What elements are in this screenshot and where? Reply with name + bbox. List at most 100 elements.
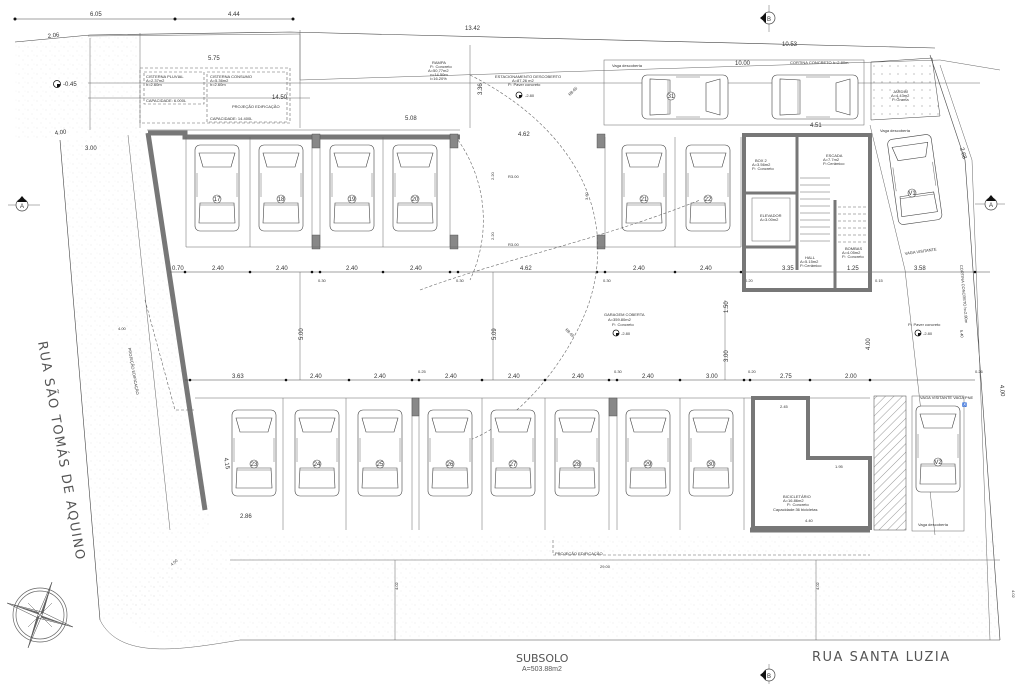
svg-text:4.62: 4.62 <box>518 132 530 138</box>
svg-text:30: 30 <box>708 462 715 468</box>
street-edge-left <box>59 139 101 621</box>
accessibility-icon: ♿ <box>962 402 967 407</box>
car-19 <box>329 144 375 232</box>
sidewalk-left <box>60 130 210 620</box>
street-name-left: RUA SÃO TOMÁS DE AQUINO <box>34 340 88 562</box>
dim-508: 5.08 <box>405 116 417 122</box>
hatched-area <box>873 395 907 531</box>
svg-text:19: 19 <box>349 197 356 203</box>
svg-text:CAPACIDADE: 14.400L: CAPACIDADE: 14.400L <box>210 116 253 121</box>
section-marker-b-top[interactable]: B <box>760 5 776 32</box>
svg-text:4.40: 4.40 <box>805 518 814 523</box>
svg-text:2.68: 2.68 <box>958 147 967 160</box>
svg-text:BOMBAS: BOMBAS <box>845 246 862 251</box>
svg-text:4.02: 4.02 <box>815 581 820 590</box>
dim-206: 4.00 <box>54 129 67 137</box>
drawing-area: A=503.88m2 <box>522 666 562 673</box>
svg-text:ESCADA: ESCADA <box>826 153 843 158</box>
svg-text:4.15: 4.15 <box>222 457 230 470</box>
svg-text:2.40: 2.40 <box>346 266 358 272</box>
svg-text:4.00: 4.00 <box>118 326 127 331</box>
svg-text:22: 22 <box>705 197 712 203</box>
svg-text:P.:Grama: P.:Grama <box>892 97 909 102</box>
car-28 <box>554 409 600 497</box>
north-arrow-icon <box>6 581 74 649</box>
car-20 <box>392 144 438 232</box>
section-marker-a-right[interactable]: A <box>975 195 1005 211</box>
svg-text:A=3.56m2: A=3.56m2 <box>752 162 771 167</box>
car-18 <box>258 144 304 232</box>
svg-text:h=2.60m: h=2.60m <box>210 82 226 87</box>
dim-2900: 29.00 <box>600 564 611 569</box>
svg-text:P.: Concreto: P.: Concreto <box>842 254 864 259</box>
svg-text:R8.65: R8.65 <box>567 85 579 97</box>
svg-text:CORTINA CONCRETO h=2.80m: CORTINA CONCRETO h=2.80m <box>959 265 969 324</box>
svg-text:18: 18 <box>278 197 285 203</box>
level-left: -0.45 <box>63 82 77 88</box>
dim-top-3: 13.42 <box>465 26 481 32</box>
svg-text:2.86: 2.86 <box>240 514 252 520</box>
svg-text:2.75: 2.75 <box>780 374 792 380</box>
svg-text:P.: Paver concreto: P.: Paver concreto <box>908 322 941 327</box>
projecao-box <box>139 67 291 124</box>
dim-451: 4.51 <box>810 123 822 129</box>
car-23 <box>231 409 277 497</box>
dim-400: 3.00 <box>85 146 97 152</box>
svg-text:20: 20 <box>412 197 419 203</box>
svg-text:3.60: 3.60 <box>584 191 589 200</box>
svg-text:28: 28 <box>574 462 581 468</box>
car-uncovered-2 <box>771 74 859 120</box>
svg-text:0.25: 0.25 <box>418 369 427 374</box>
section-marker-b-bottom[interactable]: B <box>760 664 776 684</box>
svg-text:2.40: 2.40 <box>310 374 322 380</box>
drawing-title: SUBSOLO <box>516 652 569 665</box>
svg-text:31: 31 <box>668 94 675 100</box>
svg-text:Vaga descoberta: Vaga descoberta <box>918 522 949 527</box>
svg-text:3.36: 3.36 <box>478 83 484 95</box>
svg-text:P.: Concreto: P.: Concreto <box>430 64 452 69</box>
svg-text:0.70: 0.70 <box>172 266 184 272</box>
svg-text:2.20: 2.20 <box>490 231 495 240</box>
car-30 <box>688 409 734 497</box>
svg-text:A=5.36m2: A=5.36m2 <box>210 78 229 83</box>
svg-text:A=3.00m2: A=3.00m2 <box>760 217 779 222</box>
dim-top-5: 10.00 <box>735 61 751 67</box>
svg-text:0.30: 0.30 <box>614 369 623 374</box>
car-v1 <box>886 133 943 226</box>
svg-text:2.20: 2.20 <box>490 171 495 180</box>
svg-text:-2.80: -2.80 <box>621 331 631 336</box>
cisterna-consumo <box>206 71 288 123</box>
svg-text:A=359.80m2: A=359.80m2 <box>608 317 632 322</box>
svg-text:27: 27 <box>510 462 517 468</box>
car-21 <box>621 144 667 232</box>
car-24 <box>294 409 340 497</box>
svg-text:i=16.20%: i=16.20% <box>430 76 447 81</box>
svg-text:2.40: 2.40 <box>508 374 520 380</box>
svg-text:2.40: 2.40 <box>572 374 584 380</box>
sidewalk-bottom <box>110 535 1000 647</box>
dim-top-7: 14.50 <box>272 95 288 101</box>
service-core <box>742 133 872 292</box>
svg-text:26: 26 <box>447 462 454 468</box>
svg-text:4.02: 4.02 <box>394 581 399 590</box>
svg-text:V1: V1 <box>908 191 916 197</box>
svg-text:BOX 2: BOX 2 <box>755 158 768 163</box>
svg-text:Vaga descoberta: Vaga descoberta <box>612 63 643 68</box>
svg-text:2.00: 2.00 <box>845 374 857 380</box>
svg-text:3.63: 3.63 <box>232 374 244 380</box>
svg-text:A=50,77m2: A=50,77m2 <box>428 68 449 73</box>
car-29 <box>625 409 671 497</box>
svg-text:c=14.50m: c=14.50m <box>430 72 448 77</box>
dim-top-4: 10.53 <box>782 42 798 48</box>
uncovered-parking-area <box>603 59 865 126</box>
section-marker-a-left[interactable]: A <box>8 196 40 212</box>
svg-text:29: 29 <box>645 462 652 468</box>
svg-text:CISTERNA CONSUMO: CISTERNA CONSUMO <box>210 74 252 79</box>
property-line-top <box>14 31 936 49</box>
car-v2 <box>915 405 961 493</box>
svg-text:VAGA VISITANTE: VAGA VISITANTE <box>904 247 937 256</box>
cisterna-pluvial <box>143 71 205 105</box>
svg-text:A=2.37m2: A=2.37m2 <box>146 78 165 83</box>
dim-top-2: 4.44 <box>228 12 240 18</box>
svg-text:A: A <box>20 204 24 210</box>
